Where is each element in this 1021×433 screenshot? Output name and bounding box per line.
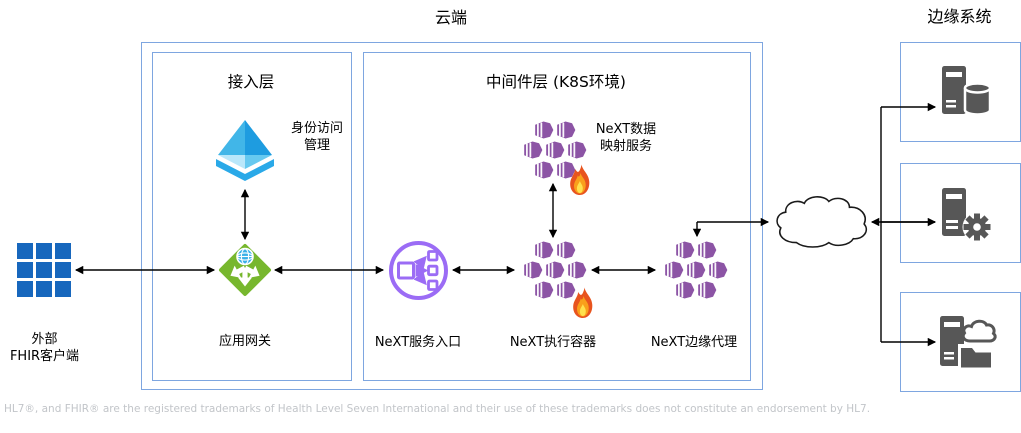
flame-icon data-mapping-flame xyxy=(570,164,590,195)
trademark-disclaimer: HL7®, and FHIR® are the registered trade… xyxy=(4,403,871,415)
fhir-client-label: 外部 FHIR客户端 xyxy=(0,331,92,365)
access-layer-box xyxy=(152,52,352,381)
service-ingress-icon xyxy=(389,241,448,300)
data-mapping-label-line2: 映射服务 xyxy=(599,139,652,154)
server-cloud-folder-icon xyxy=(940,316,997,368)
service-entry-label: NeXT服务入口 xyxy=(374,335,462,350)
flame-icon exec-container-flame xyxy=(573,287,593,318)
server-database-icon xyxy=(942,66,992,116)
cloud-region-title: 云端 xyxy=(434,8,467,27)
application-gateway-icon xyxy=(219,244,271,296)
data-mapping-label-line1: NeXT数据 xyxy=(595,122,657,137)
identity-access-pyramid-icon xyxy=(216,120,274,181)
fhir-client-label-line1: 外部 xyxy=(31,332,58,347)
identity-label: 身份访问 管理 xyxy=(282,120,352,154)
exec-container-label: NeXT执行容器 xyxy=(509,335,597,350)
fhir-client-grid-icon xyxy=(17,243,71,297)
edge-region-title: 边缘系统 xyxy=(927,7,992,26)
identity-label-line2: 管理 xyxy=(303,138,330,153)
container-cluster-icon edge-proxy xyxy=(659,241,729,299)
middleware-layer-title: 中间件层 (K8S环境) xyxy=(486,73,626,91)
edge-proxy-label: NeXT边缘代理 xyxy=(650,335,738,350)
server-gear-icon xyxy=(942,188,992,242)
cloud-icon xyxy=(776,196,868,248)
access-layer-title: 接入层 xyxy=(227,73,275,91)
data-mapping-label: NeXT数据 映射服务 xyxy=(588,121,664,155)
identity-label-line1: 身份访问 xyxy=(290,121,343,136)
app-gateway-label: 应用网关 xyxy=(218,334,271,349)
fhir-client-label-line2: FHIR客户端 xyxy=(9,349,80,364)
middleware-layer-box xyxy=(363,52,751,381)
